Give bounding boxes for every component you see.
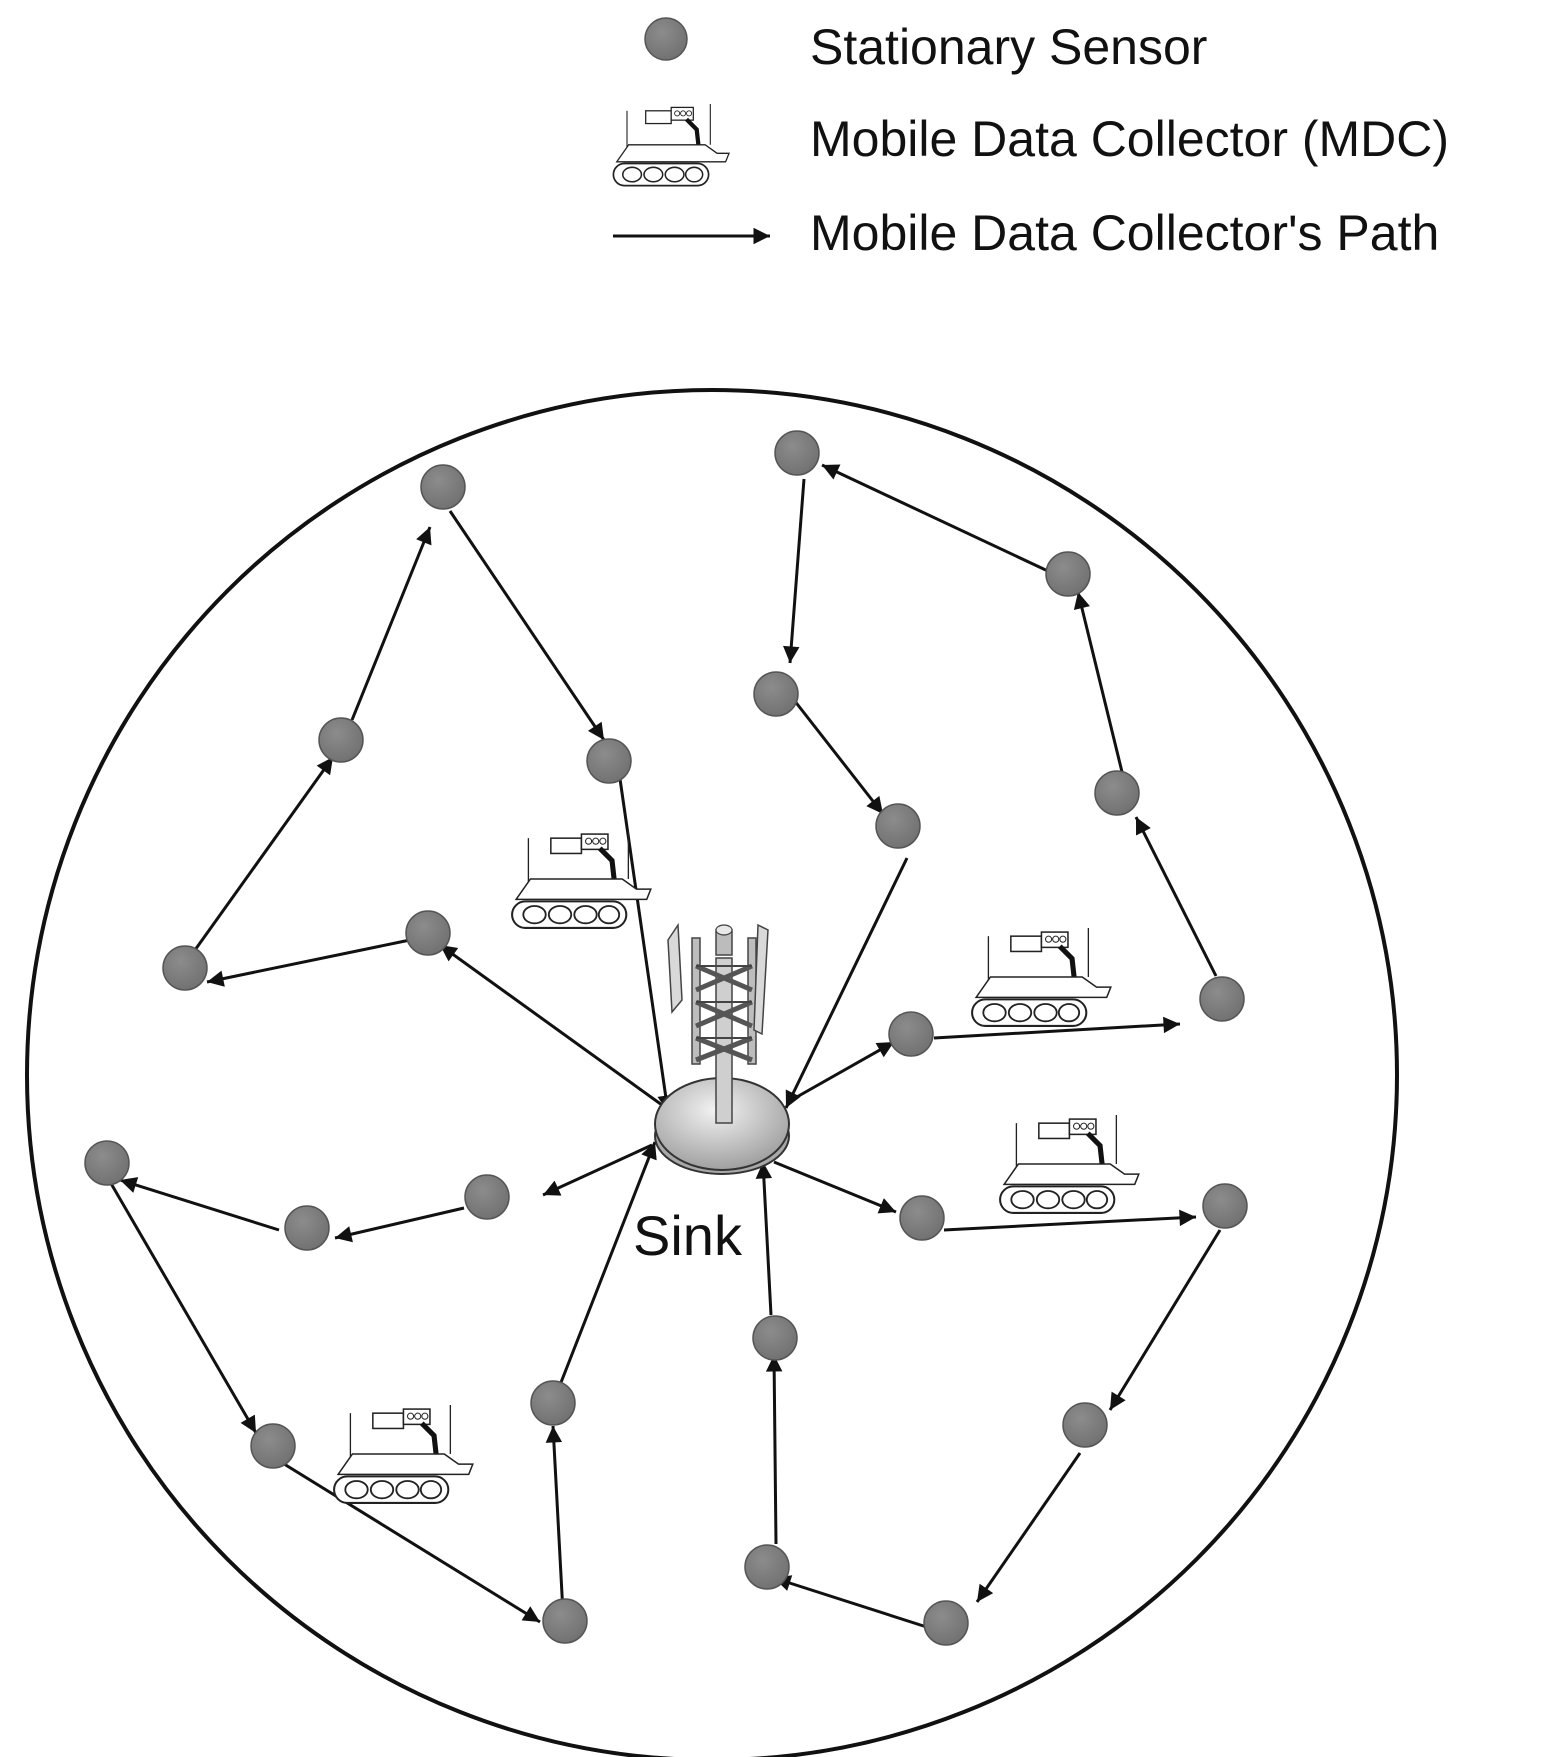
path-arrow bbox=[334, 1206, 465, 1243]
sensor-node bbox=[1045, 551, 1091, 597]
path-arrow bbox=[933, 1016, 1181, 1040]
path-arrow bbox=[448, 510, 606, 741]
path-arrow bbox=[545, 1425, 565, 1614]
path-arrow bbox=[119, 1177, 280, 1232]
mdc-robot-icon bbox=[972, 928, 1111, 1026]
path-arrow bbox=[765, 1354, 783, 1545]
mdc-paths bbox=[107, 463, 1222, 1632]
path-arrow bbox=[783, 478, 806, 664]
legend-sensor-icon bbox=[644, 17, 688, 61]
sink-label: Sink bbox=[633, 1204, 743, 1267]
path-arrow bbox=[755, 1161, 773, 1316]
sensor-node bbox=[162, 945, 208, 991]
sensor-node bbox=[752, 1315, 798, 1361]
path-arrow bbox=[1073, 591, 1125, 777]
sensor-node bbox=[753, 671, 799, 717]
sensor-node bbox=[530, 1380, 576, 1426]
legend: Stationary Sensor Mobile Data Collector … bbox=[613, 17, 1449, 261]
path-arrow bbox=[784, 857, 909, 1109]
sensor-node bbox=[250, 1423, 296, 1469]
sensor-node bbox=[84, 1140, 130, 1186]
stationary-sensors bbox=[84, 430, 1248, 1646]
legend-mdc-label: Mobile Data Collector (MDC) bbox=[810, 111, 1449, 167]
sensor-node bbox=[284, 1205, 330, 1251]
path-arrow bbox=[821, 463, 1051, 574]
sensor-node bbox=[875, 803, 921, 849]
sensor-node bbox=[464, 1174, 510, 1220]
sensor-node bbox=[899, 1195, 945, 1241]
sensor-node bbox=[1094, 770, 1140, 816]
sensor-node bbox=[586, 738, 632, 784]
sensor-node bbox=[542, 1598, 588, 1644]
path-arrow bbox=[558, 1141, 657, 1386]
sensor-node bbox=[923, 1600, 969, 1646]
legend-path-label: Mobile Data Collector's Path bbox=[810, 205, 1439, 261]
path-arrow bbox=[275, 1457, 541, 1624]
path-arrow bbox=[206, 938, 411, 987]
path-arrow bbox=[773, 1575, 937, 1632]
sensor-node bbox=[888, 1011, 934, 1057]
path-arrow bbox=[975, 1452, 1082, 1603]
path-arrow bbox=[943, 1209, 1197, 1232]
path-arrow bbox=[107, 1179, 258, 1434]
network-field-boundary bbox=[25, 388, 1399, 1757]
sensor-node bbox=[318, 717, 364, 763]
path-arrow bbox=[773, 1160, 897, 1214]
legend-sensor-label: Stationary Sensor bbox=[810, 19, 1207, 75]
mdc-robot-icon bbox=[1000, 1115, 1139, 1213]
path-arrow bbox=[616, 764, 674, 1113]
path-arrow bbox=[1108, 1229, 1222, 1411]
sensor-node bbox=[1202, 1183, 1248, 1229]
path-arrow bbox=[439, 943, 663, 1107]
path-arrow bbox=[542, 1143, 653, 1197]
path-arrow bbox=[193, 756, 335, 951]
sensor-node bbox=[744, 1544, 790, 1590]
sink-antenna-icon bbox=[654, 922, 790, 1175]
sensor-node bbox=[405, 910, 451, 956]
sensor-node bbox=[1062, 1402, 1108, 1448]
path-arrow bbox=[792, 699, 885, 815]
mdc-robot-icon bbox=[334, 1405, 473, 1503]
path-arrow bbox=[794, 1040, 895, 1100]
sensor-node bbox=[1199, 976, 1245, 1022]
sensor-node bbox=[420, 464, 466, 510]
path-arrow bbox=[1134, 816, 1218, 977]
legend-mdc-icon bbox=[613, 104, 729, 186]
sensor-node bbox=[774, 430, 820, 476]
path-arrow bbox=[350, 526, 432, 721]
